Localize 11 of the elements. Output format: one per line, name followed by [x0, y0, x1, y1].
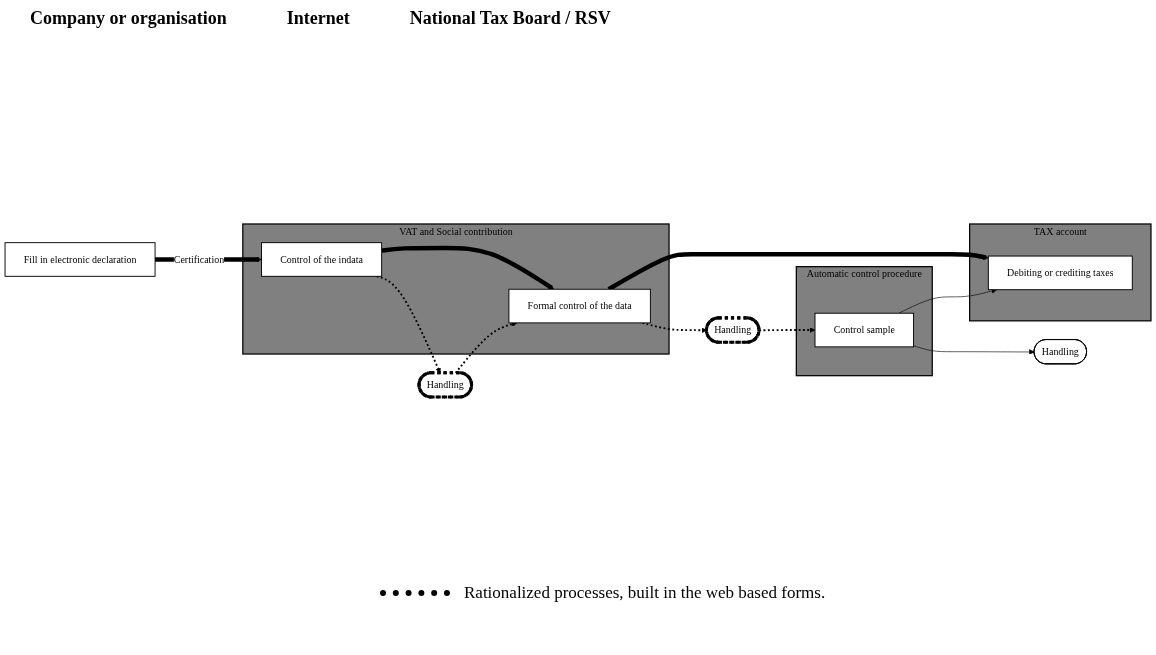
edge-label: Certification [173, 253, 225, 265]
node-box: Control sample [814, 312, 915, 348]
node-box: Formal control of the data [508, 288, 651, 324]
column-heading: Internet [286, 8, 350, 30]
legend-text: Rationalized processes, built in the web based forms. [464, 583, 826, 603]
arrow [381, 245, 554, 290]
node-box: Debiting or crediting taxes [987, 255, 1133, 291]
column-heading: Company or organisation [30, 8, 227, 30]
node-box: Fill in electronic declaration [4, 242, 156, 277]
node-box: Control of the indata [261, 242, 383, 277]
column-heading: National Tax Board / RSV [409, 8, 611, 30]
